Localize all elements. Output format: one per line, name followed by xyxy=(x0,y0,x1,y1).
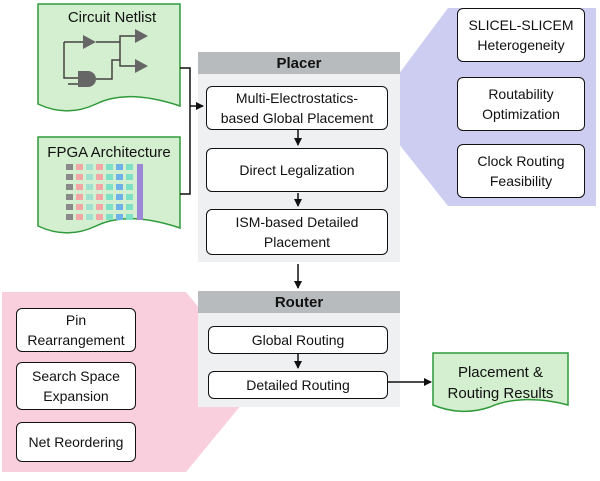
gate-wire xyxy=(96,59,120,80)
buffer-icon xyxy=(135,59,148,73)
output-document xyxy=(432,352,569,413)
pin-rearrangement-box: Pin Rearrangement xyxy=(16,308,136,352)
global-placement-box: Multi-Electrostatics- based Global Place… xyxy=(206,86,388,130)
netlist-label: Circuit Netlist xyxy=(67,9,157,26)
global-routing-box: Global Routing xyxy=(208,326,388,354)
router-title: Router xyxy=(198,291,400,313)
slice-heterogeneity-box: SLICEL-SLICEM Heterogeneity xyxy=(457,8,585,62)
legalization-box: Direct Legalization xyxy=(206,148,388,192)
clock-routing-box: Clock Routing Feasibility xyxy=(457,144,585,198)
watermark: 知乎 @Magic Mai xyxy=(447,452,565,469)
buffer-icon xyxy=(83,35,96,49)
routability-box: Routability Optimization xyxy=(457,77,585,131)
netlist-schematic-icon xyxy=(63,35,138,79)
input-bracket xyxy=(180,67,191,195)
and-gate-icon xyxy=(78,71,96,87)
detailed-placement-box: ISM-based Detailed Placement xyxy=(206,209,388,255)
output-label: Placement & Routing Results xyxy=(447,364,554,402)
search-space-box: Search Space Expansion xyxy=(16,362,136,410)
buffer-icon xyxy=(135,29,148,43)
net-reordering-box: Net Reordering xyxy=(16,422,136,462)
fpga-grid-icon xyxy=(66,164,143,220)
placer-title: Placer xyxy=(198,52,400,74)
fpga-label: FPGA Architecture xyxy=(47,144,171,161)
detailed-routing-box: Detailed Routing xyxy=(208,371,388,399)
